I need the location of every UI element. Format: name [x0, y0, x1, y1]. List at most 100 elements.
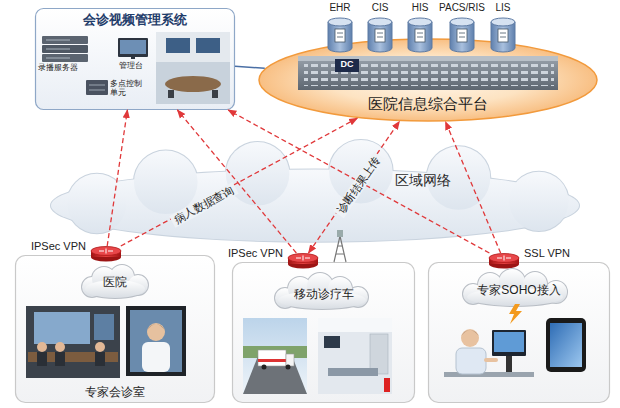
tablet	[546, 318, 586, 372]
device-label: DC	[335, 59, 359, 69]
system-box: 会诊视频管理系统	[35, 8, 235, 110]
edge-label: 病人数据查询	[169, 182, 239, 228]
recording-server	[42, 36, 88, 44]
cyl-outline	[368, 18, 392, 26]
panel-outline	[233, 263, 415, 403]
site-text: 移动诊疗车	[294, 287, 354, 301]
soho-worker	[494, 332, 524, 352]
consult-room-photo	[95, 352, 105, 366]
tablet	[546, 318, 586, 372]
vehicle-interior-photo	[384, 378, 390, 392]
site-panel-shape	[232, 262, 415, 403]
console-monitor	[131, 57, 135, 59]
site-text: 专家SOHO接入	[477, 283, 560, 297]
ellipse-outline	[259, 39, 597, 121]
panel-outline	[16, 256, 215, 403]
device-label: 管理台	[119, 61, 143, 70]
ellipse-outline	[259, 39, 597, 121]
doctor-screen-photo	[130, 310, 182, 372]
vpn-label: SSL VPN	[524, 247, 570, 260]
tablet	[550, 323, 582, 367]
cyl-outline	[377, 37, 383, 38]
cloud-outline	[51, 170, 579, 242]
mcu-unit	[86, 80, 108, 95]
cyl-outline	[498, 29, 508, 42]
cloud-outline	[134, 150, 198, 214]
cloud-outline	[226, 142, 290, 206]
ambulance-photo	[258, 350, 286, 366]
cloud-outline	[509, 172, 568, 231]
consult-room-photo	[55, 352, 65, 366]
cell-tower	[337, 230, 343, 237]
ambulance-photo	[243, 318, 307, 394]
device-label-anchor: 管理台	[119, 61, 143, 70]
room-photo	[212, 90, 218, 98]
device-label-anchor: DC	[335, 59, 359, 69]
router-outline	[497, 256, 511, 261]
cyl-outline	[457, 29, 467, 42]
cyl-outline	[500, 33, 506, 34]
link-line	[235, 66, 265, 68]
cyl-outline	[335, 29, 345, 42]
dc-building	[335, 59, 359, 72]
ambulance-photo	[243, 356, 307, 394]
room-photo	[156, 32, 230, 62]
router-outline	[489, 254, 519, 263]
ambulance-photo	[286, 365, 291, 370]
database-cylinder: LIS	[488, 2, 518, 54]
cyl-outline	[417, 33, 423, 34]
ambulance-photo	[243, 318, 307, 394]
database-cylinder: HIS	[405, 2, 435, 54]
recording-server	[42, 45, 88, 53]
cyl-outline	[491, 18, 515, 52]
vpn-router: SSL VPN	[488, 253, 520, 269]
consult-room-photo	[37, 352, 47, 366]
panel-outline	[429, 263, 610, 403]
cyl-outline	[459, 37, 465, 38]
router-outline	[99, 249, 113, 254]
cyl-outline	[491, 18, 515, 26]
device-label: 录播服务器	[38, 63, 78, 72]
doctor-screen-photo	[126, 306, 186, 376]
room-photo	[156, 32, 230, 104]
dc-building	[298, 56, 558, 90]
consult-room-photo	[26, 306, 120, 378]
console-monitor	[118, 38, 148, 59]
cyl-outline	[459, 33, 465, 34]
mcu-unit	[89, 85, 105, 86]
cyl-outline	[375, 29, 385, 42]
doctor-screen-photo	[126, 306, 186, 376]
consult-room-photo	[55, 342, 65, 352]
cyl-outline	[337, 37, 343, 38]
soho-worker	[456, 348, 486, 374]
cyl-outline	[377, 33, 383, 34]
consult-room-photo	[34, 312, 90, 344]
device-label: 多点控制单元	[110, 79, 144, 97]
platform-ellipse: 医院信息综合平台	[258, 38, 598, 122]
soho-worker	[461, 329, 479, 347]
network-cloud-shape	[28, 142, 602, 248]
cyl-outline	[450, 18, 474, 52]
room-photo	[156, 32, 230, 104]
vpn-router-shape	[90, 246, 122, 262]
cyl-outline	[328, 18, 352, 52]
vehicle-interior-photo	[318, 318, 392, 394]
site-text: 专家会诊室	[85, 385, 145, 399]
box-outline	[36, 9, 235, 110]
soho-worker	[492, 330, 526, 356]
cyl-outline	[337, 33, 343, 34]
cyl-outline	[500, 37, 506, 38]
room-photo	[166, 38, 190, 53]
consult-room-photo	[37, 342, 47, 352]
vehicle-interior-photo	[318, 318, 392, 332]
console-monitor	[120, 40, 146, 54]
room-photo	[168, 90, 174, 98]
recording-server	[46, 49, 70, 50]
cyl-outline	[408, 18, 432, 26]
recording-server	[46, 40, 70, 41]
database-cylinder: PACS/RIS	[447, 2, 477, 54]
vehicle-interior-photo	[328, 368, 378, 376]
vehicle-interior-photo	[324, 336, 340, 348]
